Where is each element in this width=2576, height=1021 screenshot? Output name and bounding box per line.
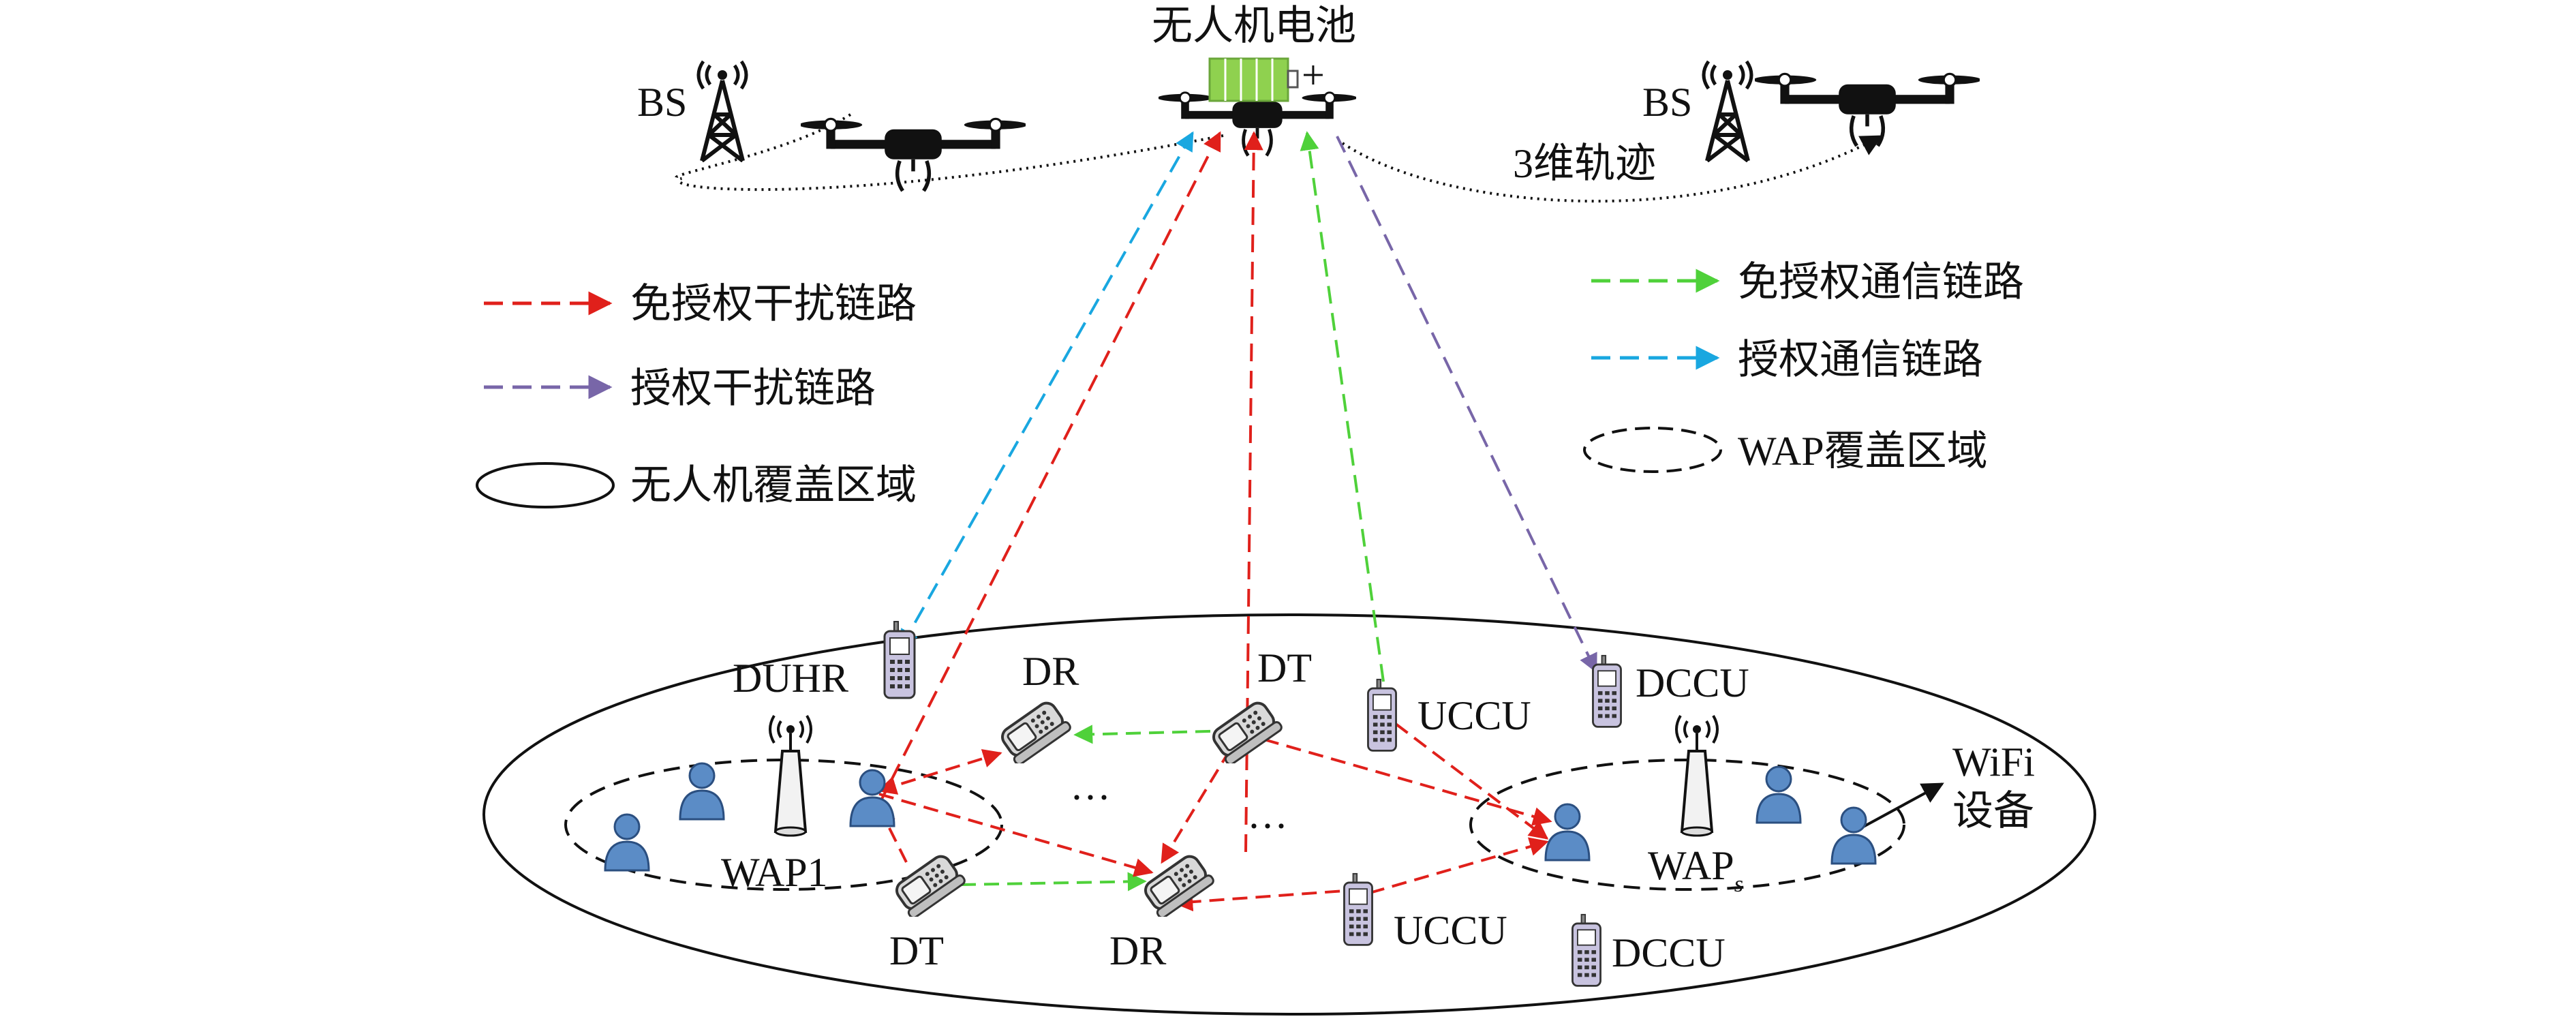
bs-left-label: BS (637, 80, 687, 125)
handset-icon (996, 697, 1073, 763)
legend-item-label: 授权干扰链路 (630, 366, 876, 411)
uav-coverage-ellipse (482, 613, 2096, 1016)
licensed-interference-link (1336, 136, 1597, 673)
waps-label-sub: s (1734, 872, 1743, 897)
ellipsis-right: ··· (1247, 804, 1288, 849)
phone-icon (1571, 913, 1601, 987)
user-icon (1830, 806, 1877, 865)
unlicensed-interference-link (878, 793, 1154, 877)
trajectory-label: 3维轨迹 (1513, 141, 1656, 186)
unlicensed-comm-link (1073, 725, 1234, 744)
handset-icon (1207, 697, 1285, 763)
dccu-bottom-label: DCCU (1612, 930, 1726, 975)
dt-bottom-label: DT (889, 928, 944, 973)
dr-bottom-label: DR (1109, 928, 1166, 973)
unlicensed-comm-link (960, 872, 1147, 892)
legend-item-label: 免授权干扰链路 (630, 281, 917, 326)
unlicensed-interference-link (877, 749, 1002, 795)
unlicensed-interference-link (1394, 722, 1549, 840)
ellipsis-left: ··· (1070, 775, 1111, 820)
unlicensed-interference-link (1369, 837, 1549, 894)
legend-right: 免授权通信链路 授权通信链路 WAP覆盖区域 (1583, 260, 2024, 474)
legend-solid-ellipse (476, 462, 615, 508)
legend-item-label: 免授权通信链路 (1738, 260, 2024, 305)
dr-top-label: DR (1022, 649, 1079, 694)
phone-icon (883, 620, 916, 699)
waps-label-main: WAP (1648, 843, 1734, 888)
licensed-comm-link (900, 131, 1194, 650)
user-icon (1544, 803, 1591, 862)
user-icon (849, 769, 895, 827)
legend-item-label: WAP覆盖区域 (1738, 429, 1988, 474)
wap1-label: WAP1 (721, 850, 828, 895)
duhr-label: DUHR (733, 656, 848, 701)
wap-icon (1675, 714, 1719, 837)
battery-icon (1208, 57, 1299, 102)
battery-plus: + (1302, 52, 1325, 97)
legend-dashed-ellipse (1583, 427, 1722, 473)
tower-icon (699, 61, 746, 161)
waps-label: WAPs (1648, 843, 1743, 897)
user-icon (604, 813, 650, 872)
legend-left: 免授权干扰链路 授权干扰链路 无人机覆盖区域 (476, 281, 917, 508)
uccu-top-label: UCCU (1417, 693, 1531, 738)
legend-item-label: 授权通信链路 (1738, 337, 1983, 382)
drone-icon (1158, 93, 1358, 156)
phone-icon (1592, 654, 1622, 728)
unlicensed-comm-link (1300, 131, 1385, 682)
wifi-label-line2: 设备 (1952, 789, 2034, 834)
tower-icon (1704, 61, 1751, 161)
handset-icon (1139, 850, 1216, 917)
user-icon (679, 762, 725, 821)
user-icon (1755, 765, 1802, 824)
wap-icon (769, 714, 812, 837)
unlicensed-interference-link (1263, 738, 1552, 826)
dt-top-label: DT (1257, 645, 1312, 690)
uccu-bottom-label: UCCU (1394, 908, 1507, 953)
phone-icon (1343, 872, 1373, 946)
handset-icon (890, 850, 968, 917)
trajectory-path-left (675, 113, 1227, 192)
phone-icon (1367, 678, 1397, 752)
drone-icon (799, 119, 1027, 191)
drone-icon (1753, 74, 1981, 146)
wifi-pointer-arrow (1856, 782, 1944, 832)
battery-title: 无人机电池 (1152, 3, 1356, 48)
unlicensed-interference-link (878, 131, 1221, 805)
wap1-coverage-ellipse (564, 759, 1003, 891)
legend-item-label: 无人机覆盖区域 (630, 463, 917, 508)
unlicensed-interference-link (1174, 888, 1364, 912)
bs-right-label: BS (1642, 80, 1692, 125)
dccu-top-label: DCCU (1636, 660, 1749, 705)
unlicensed-interference-link (1161, 748, 1231, 864)
wifi-label-line1: WiFi (1952, 740, 2035, 784)
